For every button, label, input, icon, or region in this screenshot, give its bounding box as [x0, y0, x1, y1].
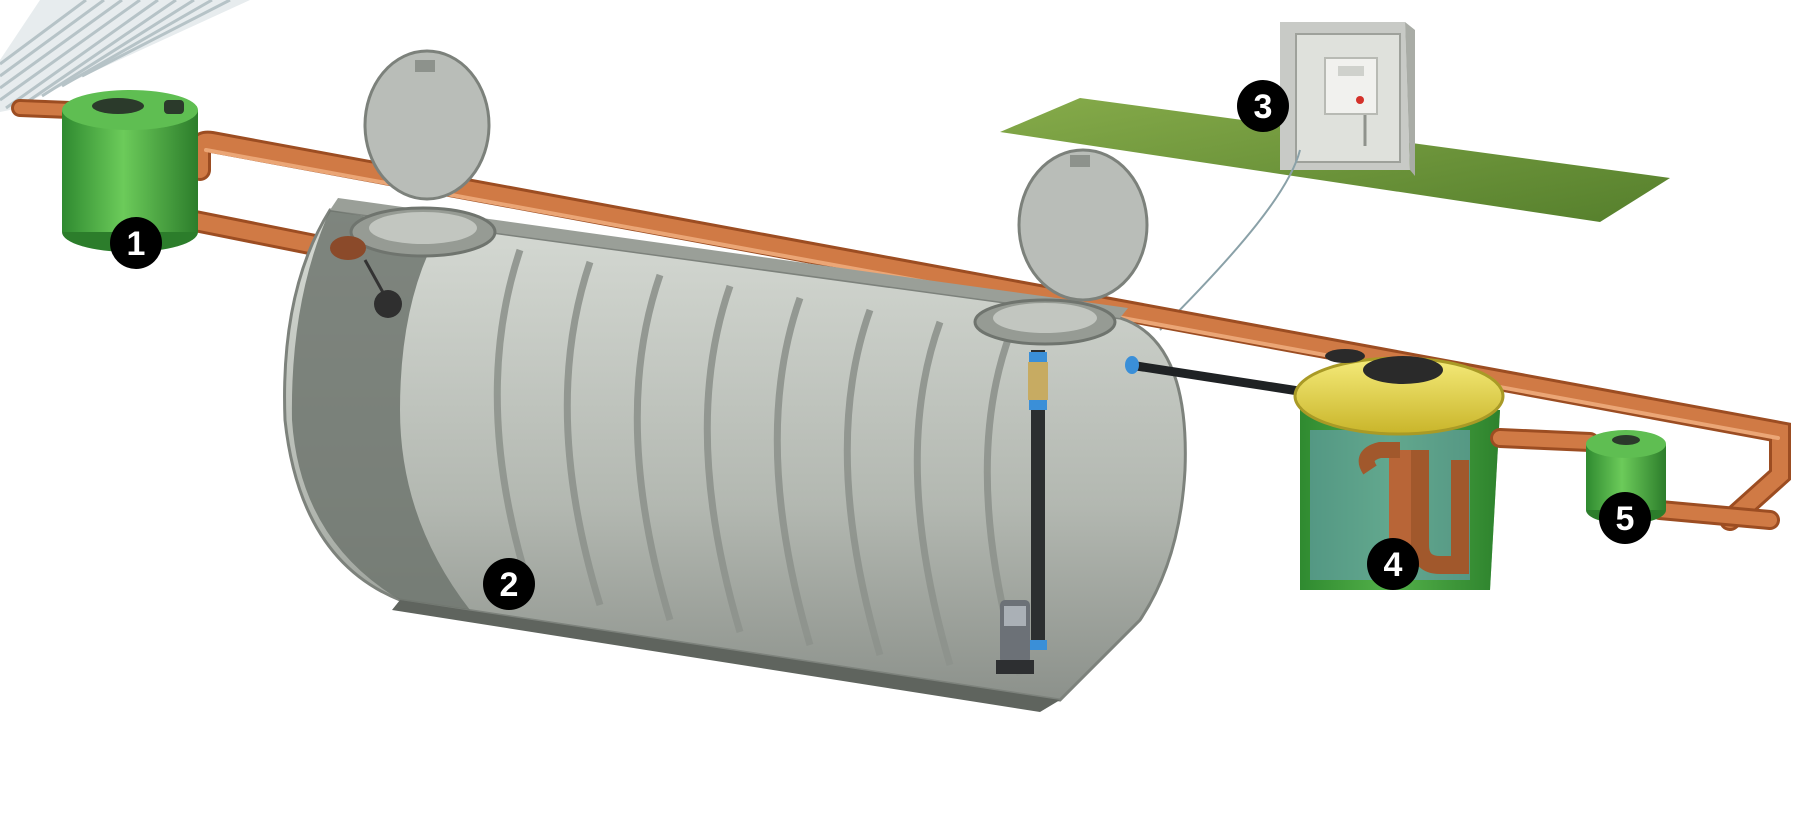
pump-riser — [1028, 350, 1048, 650]
float-ball — [330, 236, 402, 318]
access-shaft-right — [973, 298, 1117, 346]
marker-3-label: 3 — [1254, 88, 1273, 126]
marker-1: 1 — [110, 217, 162, 269]
access-shaft-left — [349, 206, 497, 258]
marker-5: 5 — [1599, 492, 1651, 544]
lid-left — [363, 49, 491, 201]
power-cable — [1159, 149, 1301, 331]
marker-1-label: 1 — [127, 225, 146, 263]
lid-right — [1017, 148, 1149, 302]
submersible-pump — [996, 600, 1034, 674]
marker-4: 4 — [1367, 538, 1419, 590]
control-box — [1280, 22, 1415, 176]
marker-5-label: 5 — [1616, 500, 1635, 538]
marker-2-label: 2 — [500, 566, 519, 604]
marker-2: 2 — [483, 558, 535, 610]
pressure-line — [1125, 356, 1306, 397]
marker-4-label: 4 — [1384, 546, 1403, 584]
outlet-pipe — [1490, 428, 1780, 530]
inlet-filter — [62, 90, 198, 252]
marker-3: 3 — [1237, 80, 1289, 132]
roof-edge — [0, 0, 250, 112]
